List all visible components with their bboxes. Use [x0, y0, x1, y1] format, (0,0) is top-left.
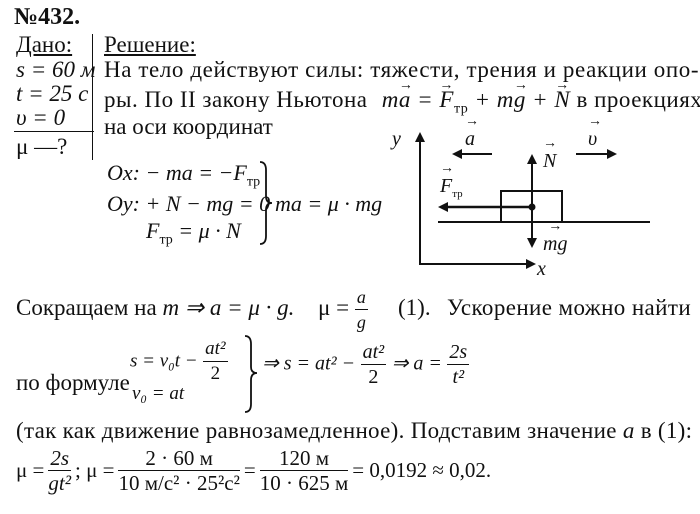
formula-label: по формуле — [16, 370, 130, 395]
reduce-tail: Ускорение можно найти — [447, 295, 692, 320]
friction-force-label: Fтр — [440, 161, 463, 200]
velocity-label: υ — [588, 114, 597, 151]
right-brace-icon — [259, 161, 273, 245]
axis-x-label: x — [537, 258, 546, 280]
given-divider — [14, 131, 94, 132]
given-s: s = 60 м — [16, 57, 96, 82]
given-vertical-line — [92, 34, 93, 160]
given-title: Дано: — [16, 32, 73, 57]
right-brace-icon — [244, 335, 258, 413]
eq-ftr: Fтр = μ · N — [146, 218, 241, 248]
note-line: (так как движение равнозамедленное). Под… — [16, 418, 693, 443]
given-t: t = 25 с — [16, 81, 89, 106]
line2-text: ры. По II закону Ньютона — [104, 87, 368, 112]
normal-force-label: N — [543, 136, 557, 173]
given-find: μ —? — [16, 134, 68, 159]
eq-result: ma = μ · mg — [275, 191, 383, 216]
solution-line3: на оси координат — [104, 114, 273, 139]
accel-label: a — [465, 114, 475, 151]
line2-tail: в проекциях — [576, 87, 700, 112]
solution-title: Решение: — [104, 32, 196, 57]
given-v: υ = 0 — [16, 105, 66, 130]
gravity-label: mg — [543, 219, 568, 256]
force-diagram — [415, 132, 650, 269]
reduce-formula: m ⇒ a = μ · g. — [162, 295, 295, 320]
kin-eq-2: v₀ = at — [132, 383, 185, 404]
eq-oy: Oy: + N − mg = 0 — [107, 191, 271, 216]
reduce-text: Сокращаем на — [16, 295, 157, 320]
eq-ref: (1). — [398, 295, 431, 320]
newton-law-formula: ma = Fтр + mg + N — [382, 73, 571, 117]
reduce-line: Сокращаем на m ⇒ a = μ · g. — [16, 295, 294, 321]
eq-ox: Ox: − ma = −Fтр — [107, 160, 261, 190]
problem-number: №432. — [14, 4, 81, 30]
axis-y-label: y — [392, 128, 401, 150]
solution-line2: ры. По II закону Ньютона ma = Fтр + mg +… — [104, 73, 700, 123]
